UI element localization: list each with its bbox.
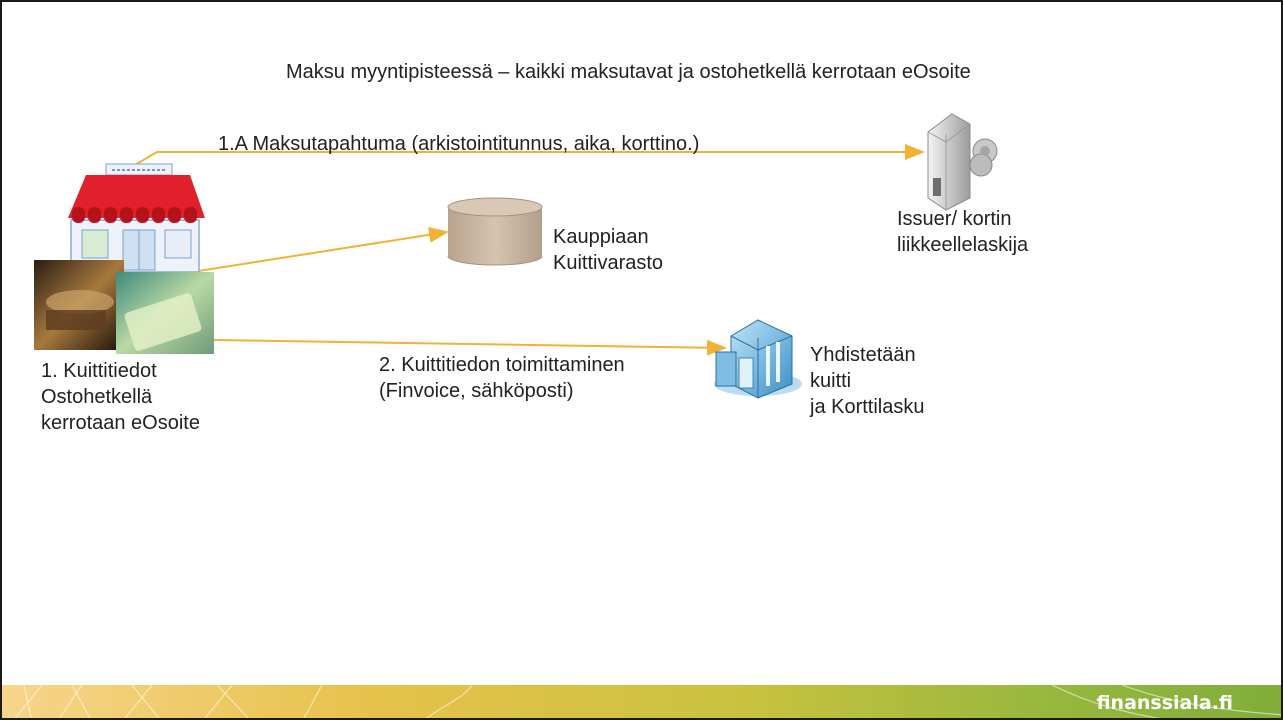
footer-decoration: [14, 685, 1281, 718]
merge-label-line-1: Yhdistetään: [810, 344, 916, 366]
receipt-info-label-line-1: 1. Kuittitiedot: [41, 360, 157, 382]
office-building-icon: [714, 319, 802, 399]
footer-band: finanssiala.fi: [2, 685, 1281, 718]
receipt-store-label: Kauppiaan Kuittivarasto: [553, 224, 663, 276]
footer-brand: finanssiala.fi: [1096, 692, 1233, 714]
issuer-label-line-2: liikkeellelaskija: [897, 234, 1029, 256]
delivery-label: 2. Kuittitiedon toimittaminen (Finvoice,…: [379, 352, 625, 404]
merge-label: Yhdistetään kuitti ja Korttilasku: [810, 342, 925, 420]
arrow-2-delivery: [213, 339, 727, 356]
delivery-label-line-1: 2. Kuittitiedon toimittaminen: [379, 354, 625, 376]
payment-event-label: 1.A Maksutapahtuma (arkistointitunnus, a…: [218, 133, 700, 155]
slide-title: Maksu myyntipisteessä – kaikki maksutava…: [286, 61, 971, 83]
server-icon: [927, 113, 998, 211]
cash-register-photo: [34, 260, 214, 354]
receipt-store-label-line-2: Kuittivarasto: [553, 252, 664, 274]
arrow-1a-payment: [134, 144, 925, 166]
merge-label-line-2: kuitti: [810, 370, 852, 392]
merge-label-line-3: ja Korttilasku: [810, 396, 925, 418]
delivery-label-line-2: (Finvoice, sähköposti): [379, 380, 574, 402]
receipt-store-label-line-1: Kauppiaan: [553, 226, 649, 248]
issuer-label-line-1: Issuer/ kortin: [897, 208, 1012, 230]
database-icon: [447, 197, 543, 266]
receipt-info-label-line-3: kerrotaan eOsoite: [41, 412, 200, 434]
arrow-to-store-db: [191, 226, 449, 273]
shop-icon: [68, 163, 205, 273]
receipt-info-label-line-2: Ostohetkellä: [41, 386, 153, 408]
receipt-info-label: 1. Kuittitiedot Ostohetkellä kerrotaan e…: [41, 358, 200, 436]
issuer-label: Issuer/ kortin liikkeellelaskija: [897, 206, 1028, 258]
